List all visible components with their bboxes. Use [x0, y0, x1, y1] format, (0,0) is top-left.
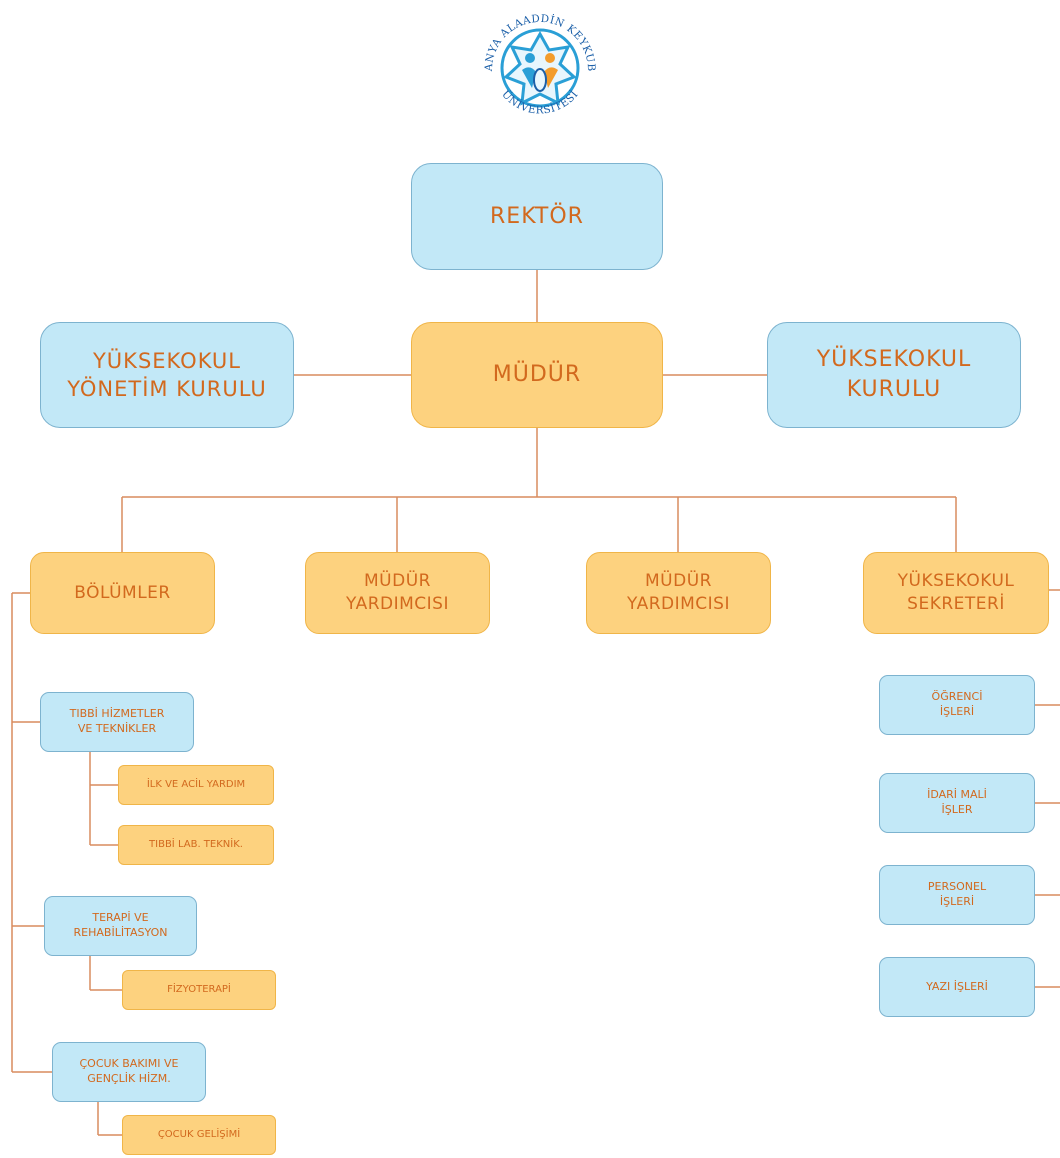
secretary-box: YÜKSEKOKUL SEKRETERİ	[863, 552, 1049, 634]
university-logo: ALANYA ALAADDİN KEYKUBAT ÜNİVERSİTESİ	[465, 0, 610, 139]
executive-board-box: YÜKSEKOKUL YÖNETİM KURULU	[40, 322, 294, 428]
program-physiotherapy: FİZYOTERAPİ	[122, 970, 276, 1010]
dept-medical-services: TIBBİ HİZMETLER VE TEKNİKLER	[40, 692, 194, 752]
unit-administrative-finance: İDARİ MALİ İŞLER	[879, 773, 1035, 833]
program-first-aid: İLK VE ACİL YARDIM	[118, 765, 274, 805]
dept-therapy-rehab: TERAPİ VE REHABİLİTASYON	[44, 896, 197, 956]
dept-child-care: ÇOCUK BAKIMI VE GENÇLİK HİZM.	[52, 1042, 206, 1102]
unit-correspondence: YAZI İŞLERİ	[879, 957, 1035, 1017]
departments-box: BÖLÜMLER	[30, 552, 215, 634]
rector-box: REKTÖR	[411, 163, 663, 270]
program-child-development: ÇOCUK GELİŞİMİ	[122, 1115, 276, 1155]
unit-personnel: PERSONEL İŞLERİ	[879, 865, 1035, 925]
school-board-box: YÜKSEKOKUL KURULU	[767, 322, 1021, 428]
unit-student-affairs: ÖĞRENCİ İŞLERİ	[879, 675, 1035, 735]
vice-director-box-2: MÜDÜR YARDIMCISI	[586, 552, 771, 634]
program-medical-lab: TIBBİ LAB. TEKNİK.	[118, 825, 274, 865]
vice-director-box-1: MÜDÜR YARDIMCISI	[305, 552, 490, 634]
director-box: MÜDÜR	[411, 322, 663, 428]
